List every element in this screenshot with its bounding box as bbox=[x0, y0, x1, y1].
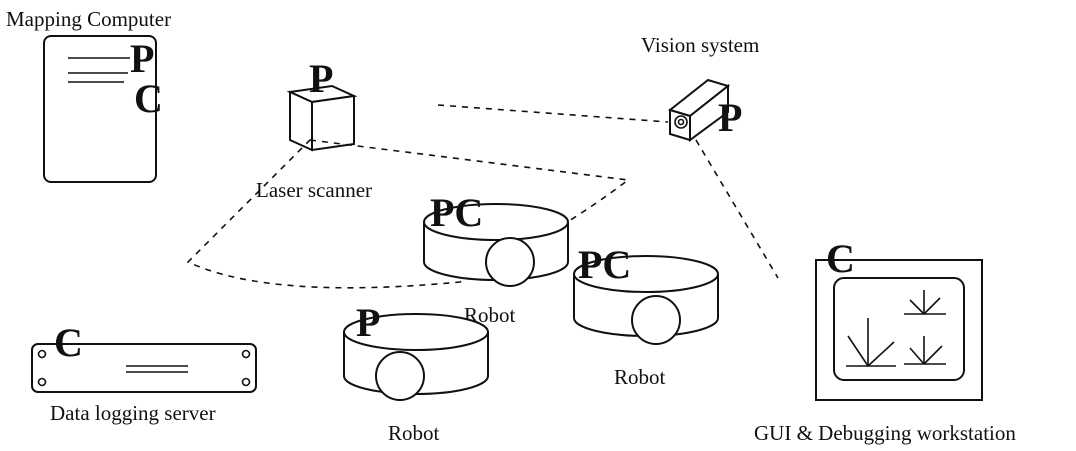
server-c-mark: C bbox=[54, 320, 83, 365]
robot-right-wheel bbox=[631, 295, 681, 345]
screen-graphics bbox=[846, 290, 946, 367]
data-logging-server: C bbox=[31, 320, 257, 393]
workstation-screen bbox=[833, 277, 965, 381]
robot-left-wheel bbox=[375, 351, 425, 401]
laser-scanner-front bbox=[311, 94, 355, 152]
vision-system-camera: P bbox=[667, 78, 742, 142]
laser-scanner-label: Laser scanner bbox=[256, 178, 372, 202]
workstation-c-mark: C bbox=[826, 236, 855, 281]
robot-middle-wheel bbox=[485, 237, 535, 287]
robot-right-top bbox=[573, 255, 719, 293]
robot-middle-top bbox=[423, 203, 569, 241]
mapping-computer-p-mark: P bbox=[130, 36, 154, 81]
robot-right-pc-mark: PC bbox=[578, 242, 631, 287]
data-logging-server-label: Data logging server bbox=[50, 401, 216, 425]
vision-system-label: Vision system bbox=[641, 33, 759, 57]
mapping-computer: P C bbox=[43, 35, 163, 183]
robot-middle-pc-mark: PC bbox=[430, 190, 483, 235]
gui-workstation-label: GUI & Debugging workstation bbox=[754, 421, 1016, 445]
robot-left-top bbox=[343, 313, 489, 351]
robot-middle: PC bbox=[423, 190, 569, 287]
camera-lens bbox=[674, 115, 688, 129]
laser-to-camera-line bbox=[437, 104, 669, 123]
mapping-computer-label: Mapping Computer bbox=[6, 7, 171, 31]
server-chassis bbox=[31, 343, 257, 393]
robot-right: PC bbox=[573, 242, 719, 345]
robot-left-label: Robot bbox=[388, 421, 440, 445]
robot-left-p-mark: P bbox=[356, 300, 380, 345]
mapping-computer-c-mark: C bbox=[134, 76, 163, 121]
laser-scanner-p-mark: P bbox=[309, 56, 333, 101]
vision-system-p-mark: P bbox=[718, 95, 742, 140]
laser-scanner: P bbox=[286, 56, 358, 152]
robot-right-label: Robot bbox=[614, 365, 666, 389]
gui-workstation: C bbox=[815, 236, 983, 401]
camera-to-workstation-line bbox=[695, 139, 779, 279]
laser-scan-area bbox=[186, 139, 631, 289]
robot-left: P bbox=[343, 300, 489, 401]
